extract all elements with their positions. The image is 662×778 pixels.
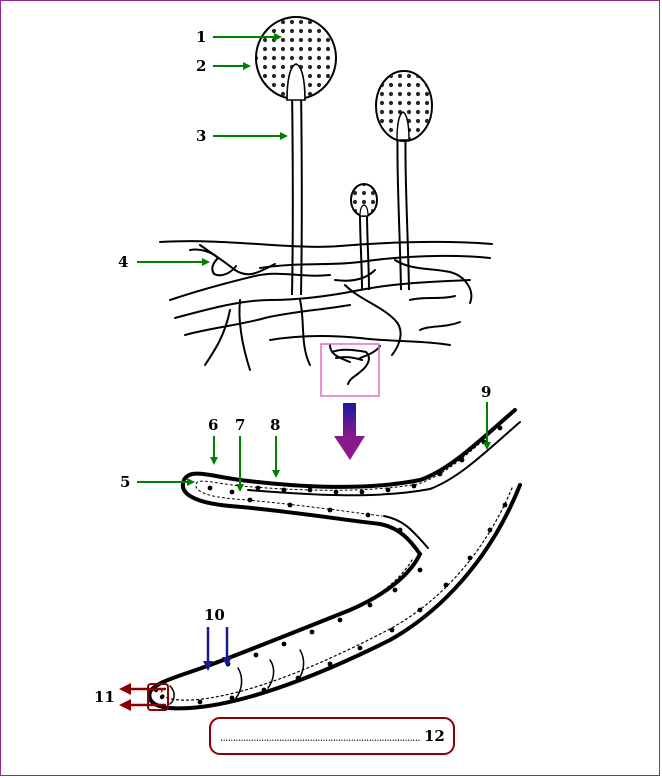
zoom-arrow [334, 403, 365, 460]
label-6: 6 [208, 416, 218, 434]
label-5: 5 [120, 473, 130, 491]
label-12: 12 [424, 727, 445, 745]
label-3: 3 [196, 127, 206, 145]
label-2: 2 [196, 57, 206, 75]
label-4: 4 [118, 253, 128, 271]
label-11: 11 [94, 688, 115, 706]
mycelium-drawing [160, 241, 492, 384]
label-1: 1 [196, 28, 206, 46]
label-10: 10 [204, 606, 225, 624]
red-arrows [123, 689, 166, 705]
answer-box-dots: ........................................… [220, 731, 420, 744]
label-8: 8 [270, 416, 280, 434]
zoom-box [321, 344, 379, 396]
label-7: 7 [235, 416, 245, 434]
hypha-detail [149, 410, 520, 708]
label-9: 9 [481, 383, 491, 401]
